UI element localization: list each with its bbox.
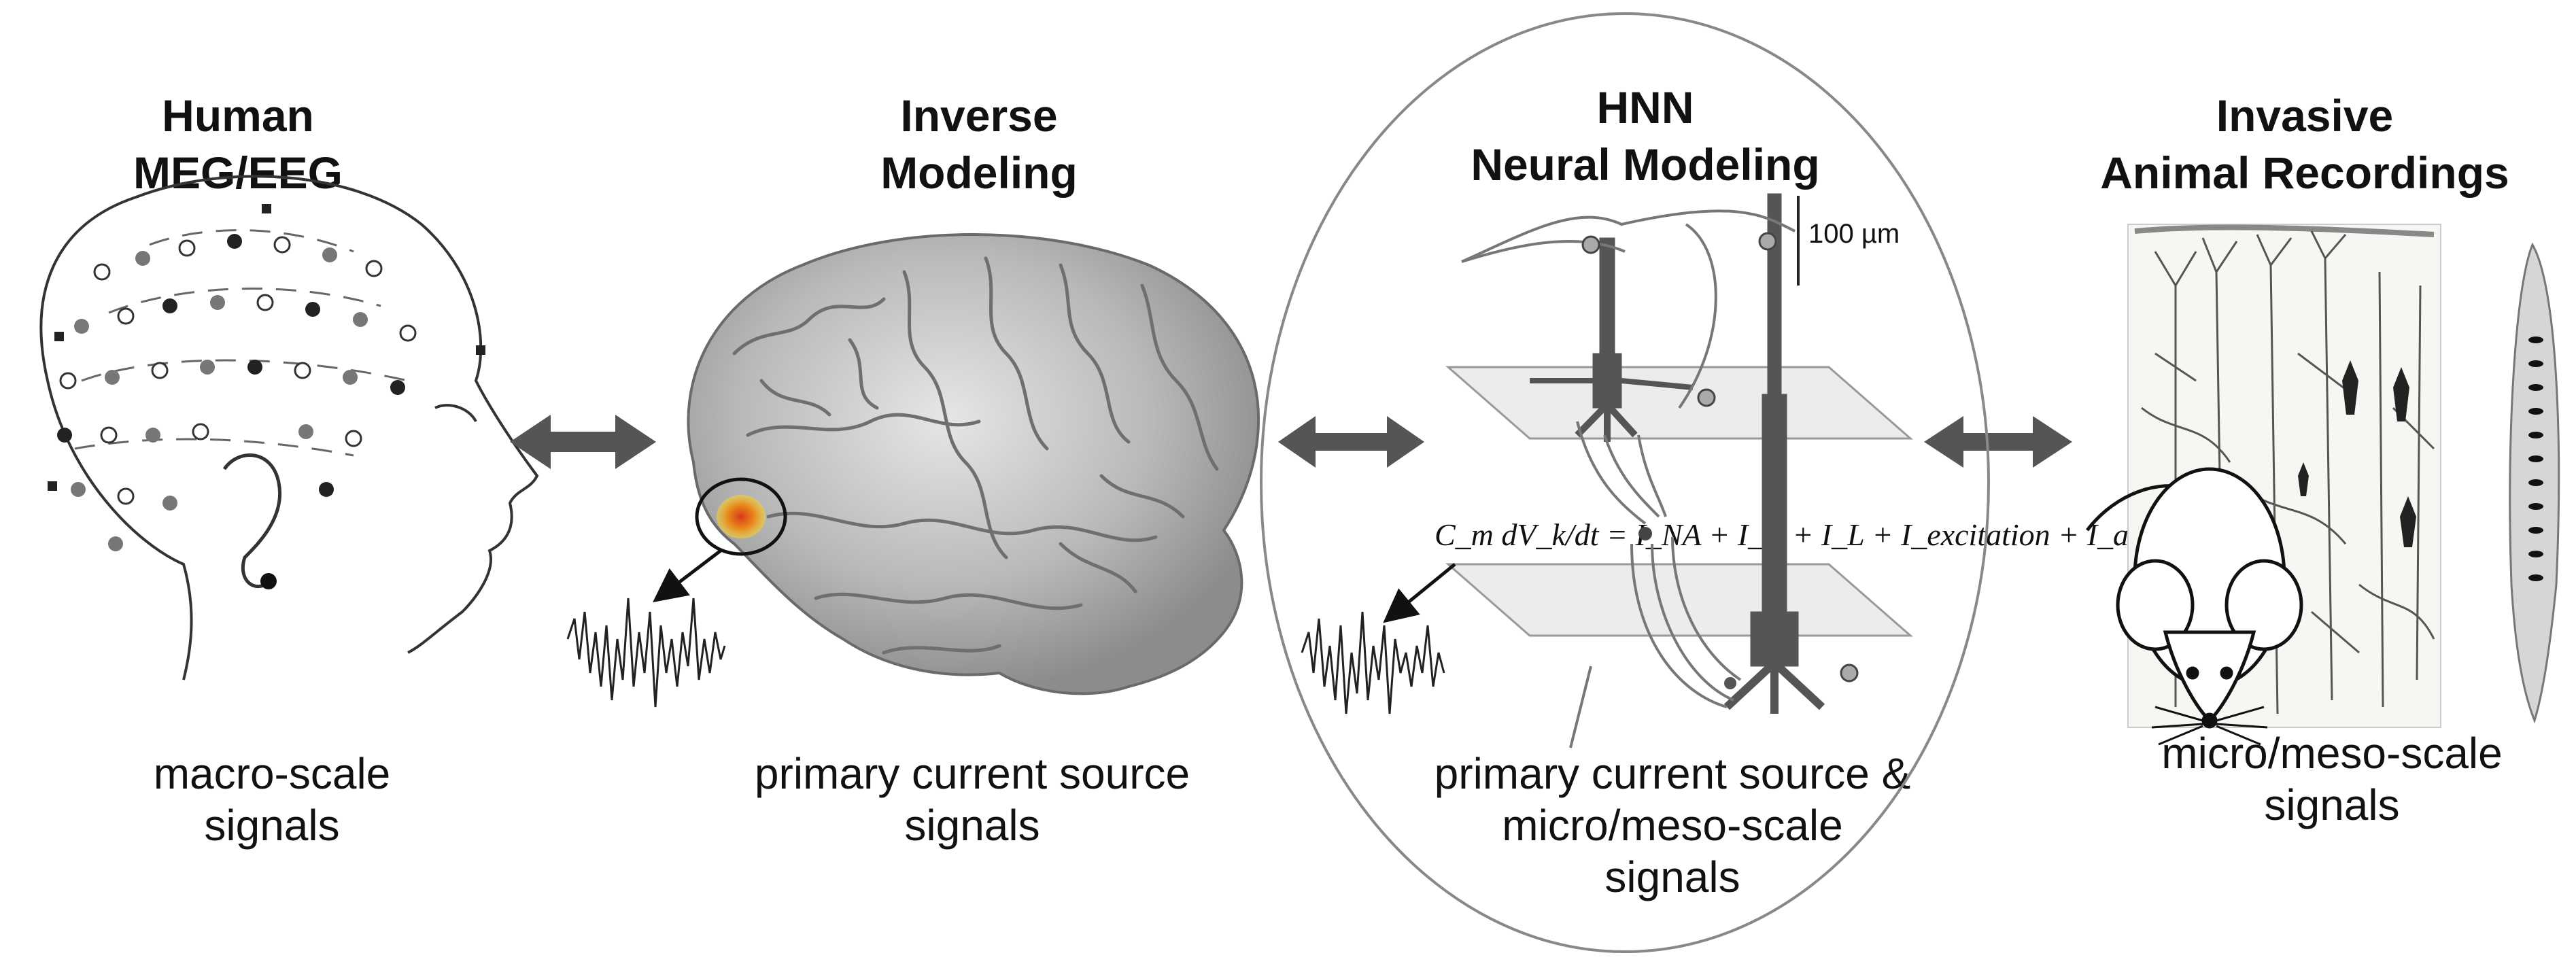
double-arrow-3 [1924, 416, 2072, 468]
electrode [100, 426, 118, 444]
electrode [390, 380, 405, 395]
title-invasive-animal-recordings: Invasive Animal Recordings [2060, 87, 2549, 201]
hnn-pointer-arrow [1383, 563, 1456, 623]
electrode [322, 247, 337, 262]
probe-contacts [2528, 337, 2543, 581]
caption-macro-scale: macro-scale signals [102, 748, 442, 851]
electrode [93, 263, 111, 281]
scale-bar-label: 100 µm [1808, 219, 1900, 249]
upper-plane [1445, 366, 1913, 440]
caption-line: macro-scale [153, 749, 391, 798]
electrode [319, 482, 334, 497]
caption-line: micro/meso-scale [2161, 729, 2503, 778]
electrode [117, 307, 135, 325]
double-arrow-2 [1278, 416, 1424, 468]
activation-highlight-ring [695, 477, 787, 556]
electrode [345, 430, 362, 447]
electrode [192, 423, 209, 441]
electrode [260, 573, 277, 589]
electrode [273, 236, 291, 254]
membrane-equation: C_m dV_k/dt = I_NA + I_K + I_L + I_excit… [1435, 517, 2176, 552]
electrode [298, 424, 313, 439]
caption-micro-meso-scale: micro/meso-scale signals [2128, 727, 2536, 831]
electrode [178, 239, 196, 257]
electrode [57, 428, 72, 443]
electrode [59, 372, 77, 390]
electrode [365, 260, 383, 277]
caption-line: signals [204, 801, 340, 850]
electrode [343, 370, 358, 385]
histology-cell-bodies [2244, 360, 2416, 551]
eeg-head-illustration [39, 175, 539, 680]
electrode-tab [476, 345, 485, 355]
title-line: Human [162, 90, 314, 141]
double-arrow-1 [510, 415, 656, 469]
electrode-tab [48, 481, 57, 491]
electrode [305, 302, 320, 317]
electrode [74, 319, 89, 334]
electrode [117, 487, 135, 505]
electrode-tab [54, 332, 64, 341]
caption-line: primary current source [754, 749, 1190, 798]
electrode [294, 362, 311, 379]
title-hnn-neural-modeling: HNN Neural Modeling [1414, 79, 1876, 193]
electrode [105, 370, 120, 385]
caption-primary-current-source: primary current source signals [687, 748, 1258, 851]
caption-line: signals [2264, 780, 2400, 829]
title-line: Invasive [2216, 90, 2394, 141]
title-line: Neural Modeling [1471, 139, 1820, 190]
electrode [200, 360, 215, 375]
hnn-waveform [1301, 611, 1445, 714]
electrode [210, 295, 225, 310]
activation-spot [717, 495, 766, 538]
electrode [247, 360, 262, 375]
title-line: Animal Recordings [2100, 148, 2509, 198]
source-waveform [566, 598, 726, 708]
lower-plane [1445, 563, 1913, 637]
large-pyramidal-neuron [1723, 193, 1825, 714]
caption-line: primary current source & [1434, 749, 1911, 798]
caption-line: signals [904, 801, 1040, 850]
caption-line: signals [1604, 852, 1740, 901]
electrode [151, 362, 169, 379]
electrode [145, 428, 160, 443]
electrode [227, 234, 242, 249]
caption-primary-current-source-micro-meso: primary current source & micro/meso-scal… [1380, 748, 1965, 903]
electrode [256, 294, 274, 311]
electrode [162, 496, 177, 511]
synapse-markers [1581, 232, 1859, 689]
source-pointer-arrow [653, 549, 722, 603]
title-line: Modeling [880, 148, 1078, 198]
mouse-illustration [2086, 467, 2303, 746]
title-inverse-modeling: Inverse Modeling [775, 87, 1183, 201]
electrode [353, 312, 368, 327]
title-line: HNN [1596, 82, 1694, 133]
electrode [108, 536, 123, 551]
title-line: MEG/EEG [133, 148, 343, 198]
electrode [162, 298, 177, 313]
electrode [399, 324, 417, 342]
eeg-electrodes [48, 204, 485, 589]
laminar-electrode-probe [2509, 242, 2560, 724]
small-pyramidal-neuron [1530, 237, 1694, 442]
title-human-meg-eeg: Human MEG/EEG [61, 87, 415, 201]
brain-illustration [653, 233, 1260, 695]
electrode-tab [262, 204, 271, 213]
electrode [71, 482, 86, 497]
electrode [135, 251, 150, 266]
caption-line: micro/meso-scale [1502, 801, 1843, 850]
hnn-circle [1260, 12, 1990, 953]
input-connections [1461, 209, 1796, 748]
title-line: Inverse [900, 90, 1058, 141]
